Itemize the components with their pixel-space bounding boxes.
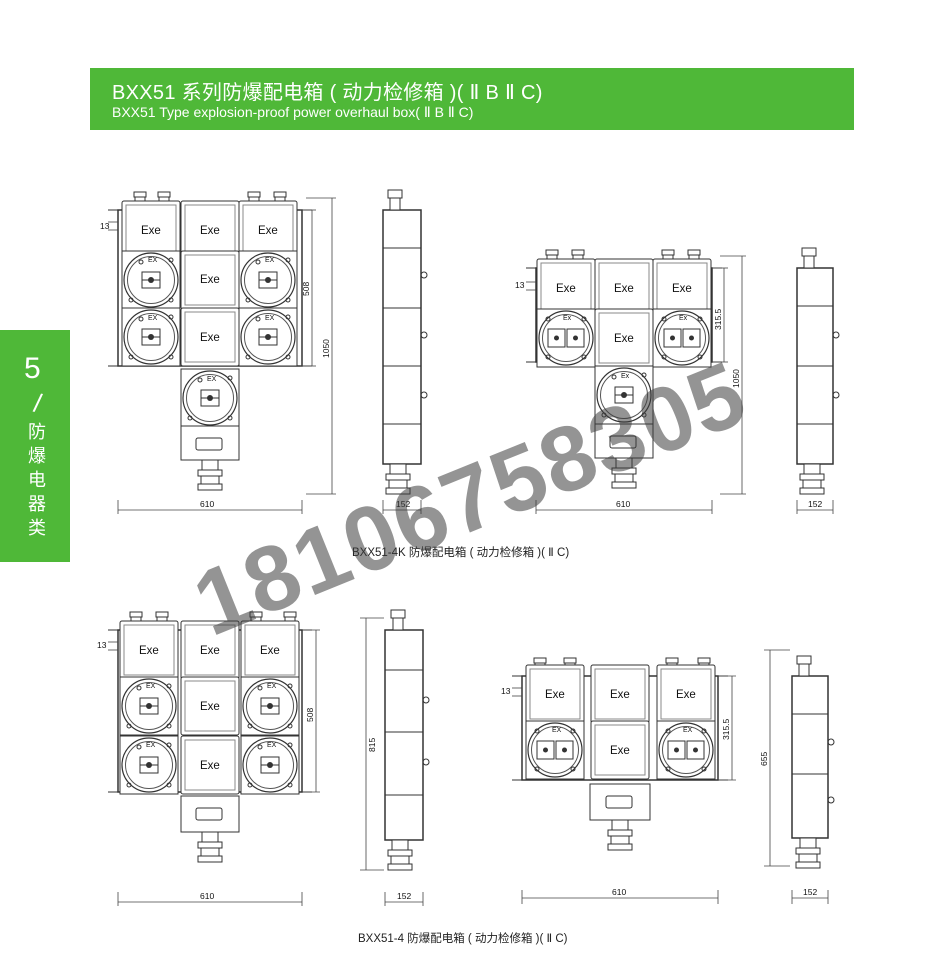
dim-13: 13 xyxy=(97,640,107,650)
exe-label: Exe xyxy=(614,283,634,295)
exe-label: Exe xyxy=(610,745,630,757)
drawing-3-front-view xyxy=(108,611,312,863)
dim-1050: 1050 xyxy=(321,339,331,358)
drawing-1-front-view xyxy=(108,191,312,491)
ex-label: EX xyxy=(207,376,217,383)
dim-depth: 152 xyxy=(397,891,411,901)
dim-1050: 1050 xyxy=(731,369,741,388)
caption-bottom: BXX51-4 防爆配电箱 ( 动力检修箱 )( Ⅱ C) xyxy=(358,933,568,945)
ex-label: Ex xyxy=(621,373,630,380)
dim-815: 815 xyxy=(367,738,377,752)
ex-label: EX xyxy=(552,727,562,734)
ex-label: EX xyxy=(146,683,156,690)
dim-depth: 152 xyxy=(396,499,410,509)
dim-width: 610 xyxy=(616,499,630,509)
dimension-lines xyxy=(108,197,834,906)
ex-label: EX xyxy=(148,315,158,322)
exe-label: Exe xyxy=(200,332,220,344)
ex-label: Ex xyxy=(679,315,688,322)
title-english: BXX51 Type explosion-proof power overhau… xyxy=(112,104,474,120)
exe-label: Exe xyxy=(141,225,161,237)
ex-label: EX xyxy=(683,727,693,734)
drawing-1-side-view xyxy=(382,189,428,495)
exe-label: Exe xyxy=(672,283,692,295)
dim-13: 13 xyxy=(100,221,110,231)
dim-315: 315.5 xyxy=(721,718,731,740)
ex-label: EX xyxy=(146,742,156,749)
exe-label: Exe xyxy=(139,645,159,657)
exe-label: Exe xyxy=(260,645,280,657)
exe-label: Exe xyxy=(556,283,576,295)
dim-13: 13 xyxy=(515,280,525,290)
dim-655: 655 xyxy=(759,752,769,766)
ex-label: EX xyxy=(265,315,275,322)
exe-label: Exe xyxy=(200,760,220,772)
ex-label: EX xyxy=(267,683,277,690)
dim-depth: 152 xyxy=(803,887,817,897)
exe-label: Exe xyxy=(200,701,220,713)
category-side-tab: 5 / 防爆电器类 xyxy=(0,330,70,562)
ex-label: EX xyxy=(148,257,158,264)
exe-label: Exe xyxy=(610,689,630,701)
dim-width: 610 xyxy=(200,891,214,901)
drawing-2-side-view xyxy=(796,247,840,495)
exe-label: Exe xyxy=(676,689,696,701)
drawing-3-side-view xyxy=(384,609,430,871)
dim-width: 610 xyxy=(200,499,214,509)
section-banner: BXX51 系列防爆配电箱 ( 动力检修箱 )( Ⅱ B Ⅱ C) BXX51 … xyxy=(90,68,854,130)
category-name: 防爆电器类 xyxy=(28,422,46,538)
drawing-2-front-view xyxy=(526,249,722,489)
ex-label: EX xyxy=(267,742,277,749)
category-number: 5 xyxy=(24,352,41,385)
title-chinese: BXX51 系列防爆配电箱 ( 动力检修箱 )( Ⅱ B Ⅱ C) xyxy=(112,82,543,104)
ex-label: EX xyxy=(265,257,275,264)
ex-label: Ex xyxy=(563,315,572,322)
dim-width: 610 xyxy=(612,887,626,897)
exe-label: Exe xyxy=(200,225,220,237)
drawing-4-side-view xyxy=(791,655,835,869)
dim-13: 13 xyxy=(501,686,511,696)
exe-label: Exe xyxy=(258,225,278,237)
exe-label: Exe xyxy=(614,333,634,345)
exe-label: Exe xyxy=(200,274,220,286)
dim-depth: 152 xyxy=(808,499,822,509)
exe-label: Exe xyxy=(545,689,565,701)
caption-top: BXX51-4K 防爆配电箱 ( 动力检修箱 )( Ⅱ C) xyxy=(352,547,570,559)
dim-315: 315.5 xyxy=(713,308,723,330)
dim-508: 508 xyxy=(305,708,315,722)
drawing-4-front-view xyxy=(512,657,728,851)
dim-508: 508 xyxy=(301,282,311,296)
exe-label: Exe xyxy=(200,645,220,657)
